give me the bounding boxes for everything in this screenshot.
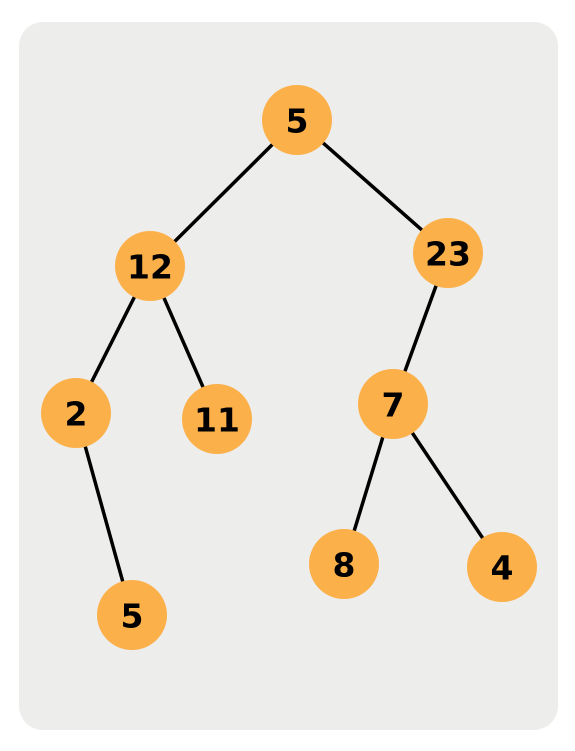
node-circle xyxy=(41,378,111,448)
edge-7-4 xyxy=(409,429,486,542)
edge-23-7 xyxy=(402,282,439,375)
node-label: 4 xyxy=(491,549,514,588)
node-label: 11 xyxy=(194,401,240,440)
edge-root-12 xyxy=(171,141,276,245)
node-circle xyxy=(115,231,185,301)
tree-node-11: 11 xyxy=(182,384,252,454)
nodes-layer: 5 12 23 2 11 7 5 8 xyxy=(41,85,537,650)
node-label: 2 xyxy=(65,395,88,434)
edge-12-11 xyxy=(161,294,206,391)
node-circle xyxy=(358,369,428,439)
edge-root-23 xyxy=(320,140,425,233)
node-circle xyxy=(309,529,379,599)
tree-node-12: 12 xyxy=(115,231,185,301)
node-label: 7 xyxy=(382,386,405,425)
node-label: 12 xyxy=(127,248,173,287)
node-label: 8 xyxy=(333,546,356,585)
tree-node-7: 7 xyxy=(358,369,428,439)
edge-2-5 xyxy=(83,443,125,585)
tree-node-4: 4 xyxy=(467,532,537,602)
edge-7-8 xyxy=(351,433,386,535)
tree-node-5-leaf: 5 xyxy=(97,580,167,650)
node-circle xyxy=(262,85,332,155)
edges-layer xyxy=(83,140,486,585)
node-circle xyxy=(467,532,537,602)
node-circle xyxy=(182,384,252,454)
node-label: 5 xyxy=(286,102,309,141)
node-label: 23 xyxy=(425,235,471,274)
tree-node-23: 23 xyxy=(413,218,483,288)
tree-node-root: 5 xyxy=(262,85,332,155)
node-label: 5 xyxy=(121,597,144,636)
edge-12-2 xyxy=(89,293,137,386)
tree-node-8: 8 xyxy=(309,529,379,599)
tree-node-2: 2 xyxy=(41,378,111,448)
node-circle xyxy=(97,580,167,650)
node-circle xyxy=(413,218,483,288)
